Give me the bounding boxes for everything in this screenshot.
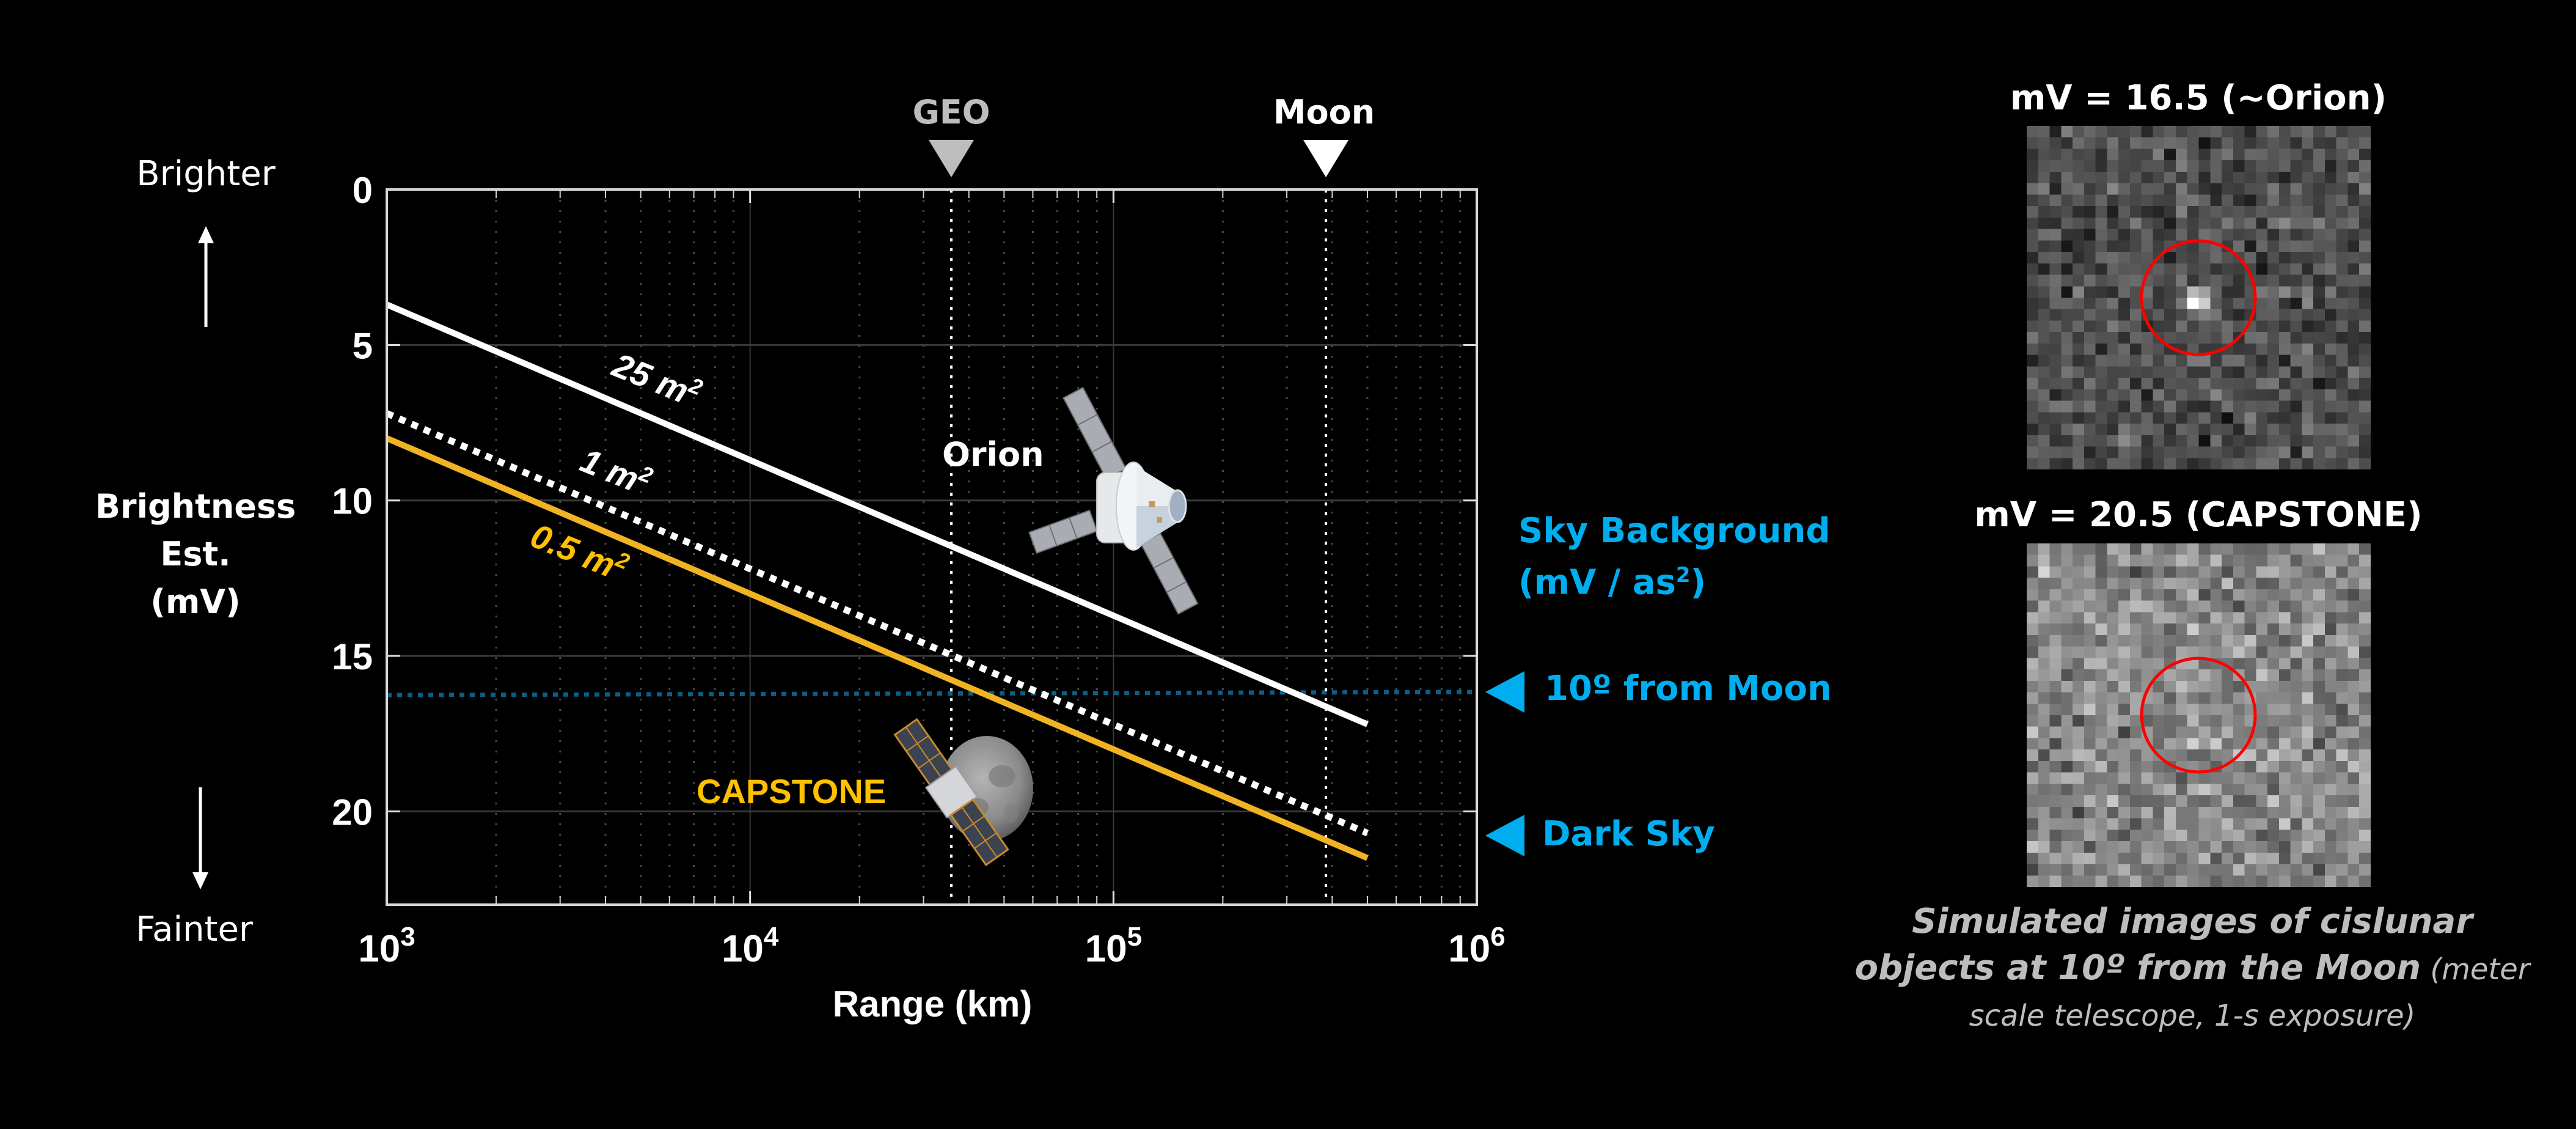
x-tick-label: 105 <box>1085 922 1142 970</box>
y-tick-label: 20 <box>332 792 373 833</box>
geo-label: GEO <box>912 93 990 131</box>
dark-sky-pointer-icon <box>1485 815 1524 856</box>
y-axis-title-line1: Brightness <box>95 487 296 526</box>
simulated-image-capstone <box>2027 543 2371 887</box>
orion-panel-title: mV = 16.5 (~Orion) <box>2010 78 2387 118</box>
annotation-markers <box>928 140 1349 177</box>
ten-from-moon-label: 10º from Moon <box>1545 669 1832 708</box>
sky-background-units: (mV / as2) <box>1518 562 1707 603</box>
x-axis-title: Range (km) <box>832 984 1033 1024</box>
caption-line3: scale telescope, 1-s exposure) <box>1969 999 2416 1033</box>
geo-marker-icon <box>928 140 974 177</box>
capstone-satellite-icon <box>893 718 1009 867</box>
fainter-label: Fainter <box>136 910 253 949</box>
x-tick-label: 104 <box>722 922 779 970</box>
y-tick-label: 0 <box>353 170 373 211</box>
sky-background-legend: Sky Background (mV / as2) <box>1518 509 1830 605</box>
dark-sky-label: Dark Sky <box>1542 814 1715 854</box>
capstone-panel-title: mV = 20.5 (CAPSTONE) <box>1974 495 2423 535</box>
y-axis-title-line2: Est. <box>160 535 231 573</box>
y-axis-title: Brightness Est. (mV) <box>95 483 296 626</box>
y-axis-title-line3: (mV) <box>150 583 241 621</box>
caption-line2: objects at 10º from the Moon (meter <box>1854 948 2530 988</box>
moon-label: Moon <box>1273 93 1375 131</box>
series-line-2 <box>386 435 1369 861</box>
series-label-1m2: 1 m2 <box>575 438 656 503</box>
simulated-image-orion <box>2027 126 2371 469</box>
fainter-arrow-icon <box>192 787 208 889</box>
y-tick-label: 5 <box>353 325 373 366</box>
series-label-0_5m2: 0.5 m2 <box>525 513 633 589</box>
figure-caption: Simulated images of cislunar objects at … <box>1855 899 2530 1039</box>
tick-labels: 103 104 105 106 0 5 10 15 20 <box>332 170 1505 970</box>
brighter-arrow-icon <box>198 226 214 327</box>
x-tick-label: 103 <box>358 922 415 970</box>
series-line-1 <box>385 410 1369 837</box>
moon-marker-icon <box>1303 140 1349 177</box>
caption-line1: Simulated images of cislunar <box>1912 902 2473 941</box>
orion-spacecraft-icon <box>1028 386 1199 615</box>
sky-background-line <box>386 690 1473 697</box>
series-line-0 <box>386 301 1369 727</box>
capstone-label: CAPSTONE <box>697 772 887 811</box>
capstone-moon-icon <box>893 718 1033 867</box>
x-tick-label: 106 <box>1448 922 1505 970</box>
y-tick-label: 15 <box>332 636 373 677</box>
y-tick-label: 10 <box>332 481 373 522</box>
orion-label: Orion <box>942 435 1044 474</box>
ten-from-moon-pointer-icon <box>1485 671 1524 713</box>
sky-background-title: Sky Background <box>1518 511 1831 551</box>
plot-frame <box>386 188 1478 906</box>
data-series <box>385 301 1369 861</box>
brighter-label: Brighter <box>136 154 276 194</box>
